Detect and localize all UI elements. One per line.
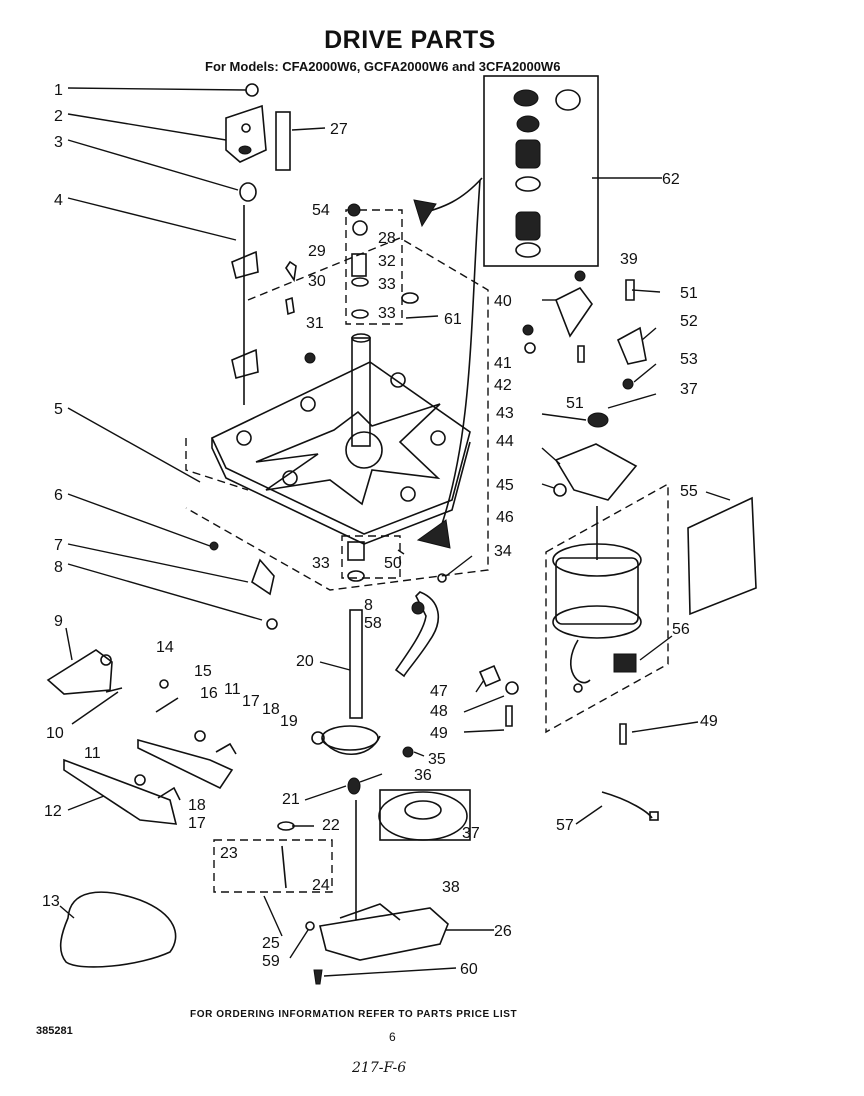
callout-57: 57 bbox=[556, 817, 574, 834]
callout-37-lower: 37 bbox=[462, 825, 480, 842]
callout-48: 48 bbox=[430, 703, 448, 720]
callout-39: 39 bbox=[620, 251, 638, 268]
callout-49-left: 49 bbox=[430, 725, 448, 742]
callout-5: 5 bbox=[54, 401, 63, 418]
drive-belt bbox=[59, 891, 177, 968]
callout-33-lower: 33 bbox=[312, 555, 330, 572]
callout-17-lower: 17 bbox=[188, 815, 206, 832]
callout-12: 12 bbox=[44, 803, 62, 820]
page-number: 6 bbox=[389, 1030, 396, 1044]
callout-2: 2 bbox=[54, 108, 63, 125]
callout-50: 50 bbox=[384, 555, 402, 572]
callout-38: 38 bbox=[442, 879, 460, 896]
callout-17-upper: 17 bbox=[242, 693, 260, 710]
callout-60: 60 bbox=[460, 961, 478, 978]
callout-34: 34 bbox=[494, 543, 512, 560]
callout-8-left: 8 bbox=[54, 559, 63, 576]
callout-25: 25 bbox=[262, 935, 280, 952]
drive-motor bbox=[545, 482, 757, 734]
callout-numbers: 1 2 3 4 27 29 30 31 54 28 32 33 33 61 5 … bbox=[42, 82, 718, 978]
callout-52: 52 bbox=[680, 313, 698, 330]
callout-62: 62 bbox=[662, 171, 680, 188]
callout-44: 44 bbox=[496, 433, 514, 450]
callout-49-right: 49 bbox=[700, 713, 718, 730]
callout-41: 41 bbox=[494, 355, 512, 372]
shaft-assembly-left bbox=[225, 83, 316, 405]
callout-9: 9 bbox=[54, 613, 63, 630]
callout-35: 35 bbox=[428, 751, 446, 768]
callout-45: 45 bbox=[496, 477, 514, 494]
callout-4: 4 bbox=[54, 192, 63, 209]
callout-8-center: 8 bbox=[364, 597, 373, 614]
callout-61: 61 bbox=[444, 311, 462, 328]
upper-hub-kit bbox=[345, 203, 419, 325]
callout-26: 26 bbox=[494, 923, 512, 940]
callout-13: 13 bbox=[42, 893, 60, 910]
callout-29: 29 bbox=[308, 243, 326, 260]
callout-14: 14 bbox=[156, 639, 174, 656]
callout-1: 1 bbox=[54, 82, 63, 99]
callout-28: 28 bbox=[378, 230, 396, 247]
callout-51-lower: 51 bbox=[566, 395, 584, 412]
ordering-note: FOR ORDERING INFORMATION REFER TO PARTS … bbox=[190, 1009, 518, 1020]
leader-lines bbox=[59, 87, 731, 977]
motor-mount bbox=[522, 270, 647, 501]
document-number: 385281 bbox=[36, 1025, 73, 1037]
callout-53: 53 bbox=[680, 351, 698, 368]
callout-31: 31 bbox=[306, 315, 324, 332]
callout-10: 10 bbox=[46, 725, 64, 742]
callout-18-lower: 18 bbox=[188, 797, 206, 814]
callout-21: 21 bbox=[282, 791, 300, 808]
callout-22: 22 bbox=[322, 817, 340, 834]
base-plate bbox=[185, 237, 489, 596]
callout-58: 58 bbox=[364, 615, 382, 632]
callout-59: 59 bbox=[262, 953, 280, 970]
callout-15: 15 bbox=[194, 663, 212, 680]
callout-20: 20 bbox=[296, 653, 314, 670]
callout-33-middle: 33 bbox=[378, 305, 396, 322]
callout-11-lower: 11 bbox=[84, 745, 101, 762]
callout-42: 42 bbox=[494, 377, 512, 394]
callout-32: 32 bbox=[378, 253, 396, 270]
callout-23: 23 bbox=[220, 845, 238, 862]
callout-37-upper: 37 bbox=[680, 381, 698, 398]
transmission-assembly bbox=[213, 535, 659, 985]
callout-33-upper: 33 bbox=[378, 276, 396, 293]
callout-46: 46 bbox=[496, 509, 514, 526]
callout-55: 55 bbox=[680, 483, 698, 500]
callout-18-upper: 18 bbox=[262, 701, 280, 718]
callout-54: 54 bbox=[312, 202, 330, 219]
callout-7: 7 bbox=[54, 537, 63, 554]
callout-51-right: 51 bbox=[680, 285, 698, 302]
callout-43: 43 bbox=[496, 405, 514, 422]
linkage-parts bbox=[46, 541, 278, 825]
callout-27: 27 bbox=[330, 121, 348, 138]
callout-24: 24 bbox=[312, 877, 330, 894]
bearing-kit bbox=[413, 75, 599, 549]
callout-6: 6 bbox=[54, 487, 63, 504]
callout-3: 3 bbox=[54, 134, 63, 151]
callout-40: 40 bbox=[494, 293, 512, 310]
models-line: For Models: CFA2000W6, GCFA2000W6 and 3C… bbox=[205, 59, 561, 74]
callout-16: 16 bbox=[200, 685, 218, 702]
callout-56: 56 bbox=[672, 621, 690, 638]
callout-11-upper: 11 bbox=[224, 681, 241, 698]
callout-30: 30 bbox=[308, 273, 326, 290]
handwritten-reference: 217-F-6 bbox=[352, 1060, 407, 1076]
page-title: DRIVE PARTS bbox=[324, 26, 496, 54]
callout-36: 36 bbox=[414, 767, 432, 784]
callout-47: 47 bbox=[430, 683, 448, 700]
callout-19: 19 bbox=[280, 713, 298, 730]
